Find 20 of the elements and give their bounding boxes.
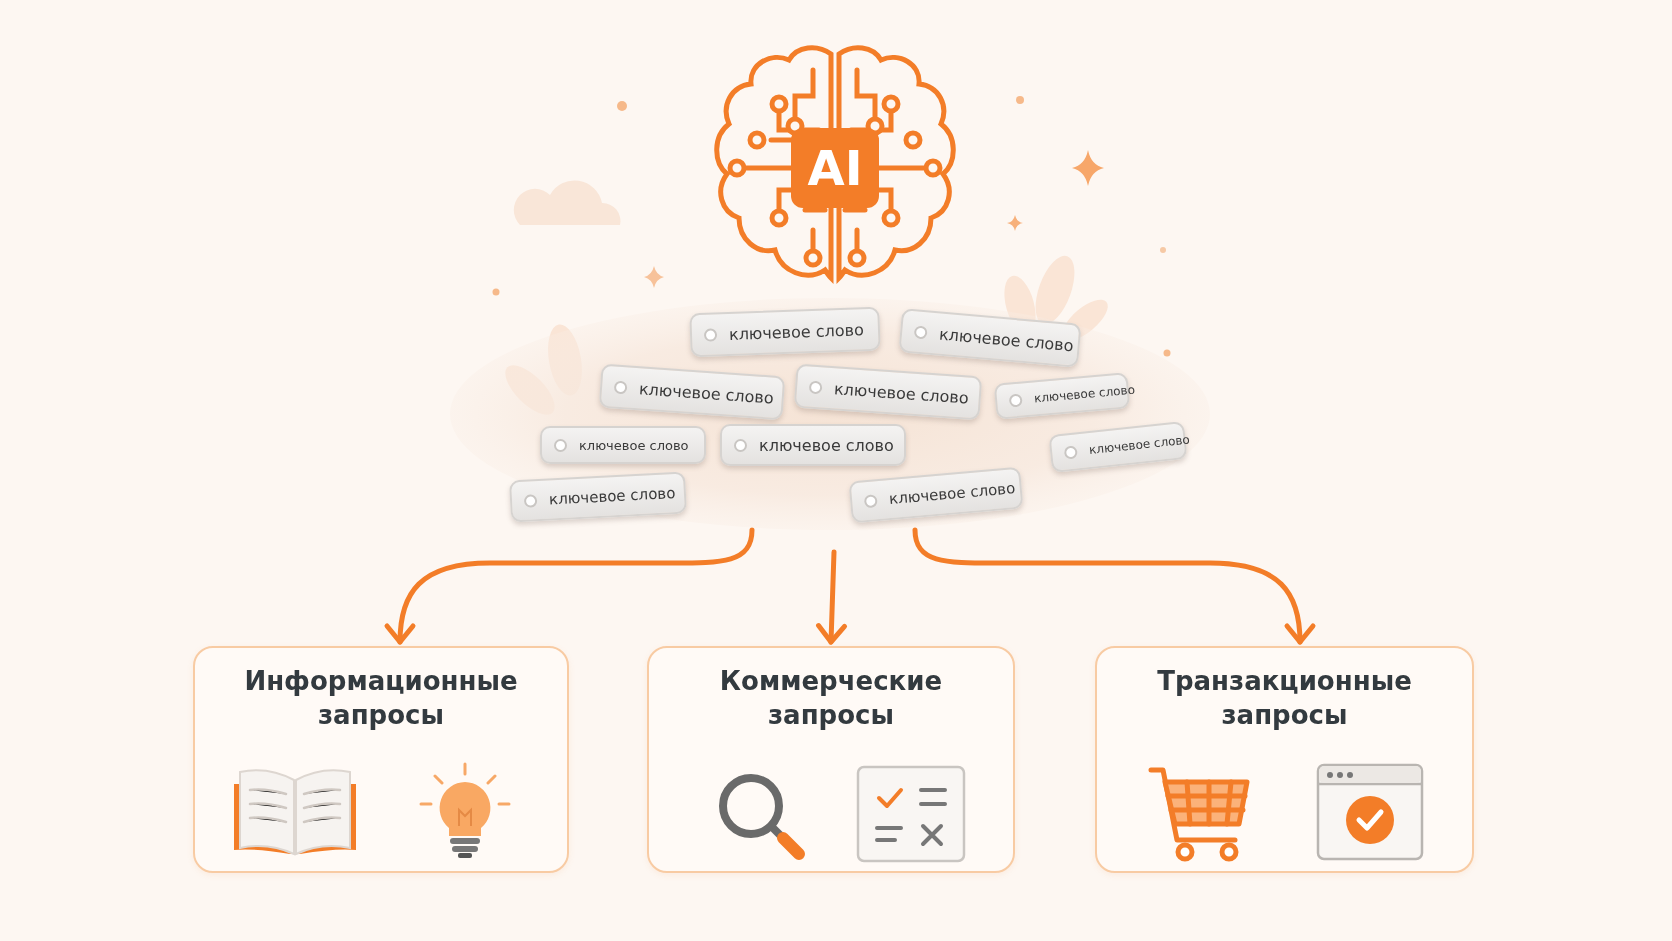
category-title: Коммерческие запросы <box>718 665 944 732</box>
arrow <box>816 549 848 645</box>
category-title: Транзакционные запросы <box>1156 665 1413 732</box>
category-title: Информационные запросы <box>243 665 519 732</box>
keyword-text: ключевое слово <box>1033 382 1136 406</box>
keyword-text: ключевое слово <box>638 378 775 408</box>
keyword-tag <box>720 424 906 466</box>
keyword-text: ключевое слово <box>548 483 676 509</box>
keyword-text: ключевое слово <box>728 319 865 344</box>
category-card <box>193 646 569 873</box>
ai-badge: AI <box>791 128 879 208</box>
keyword-text: ключевое слово <box>888 479 1016 509</box>
keyword-tag <box>540 426 706 464</box>
category-card <box>1095 646 1474 873</box>
keyword-text: ключевое слово <box>833 378 970 408</box>
keyword-text: ключевое слово <box>1088 432 1191 457</box>
keyword-text: ключевое слово <box>759 435 894 455</box>
keyword-text: ключевое слово <box>938 324 1075 355</box>
keyword-text: ключевое слово <box>579 437 689 453</box>
category-card <box>647 646 1015 873</box>
